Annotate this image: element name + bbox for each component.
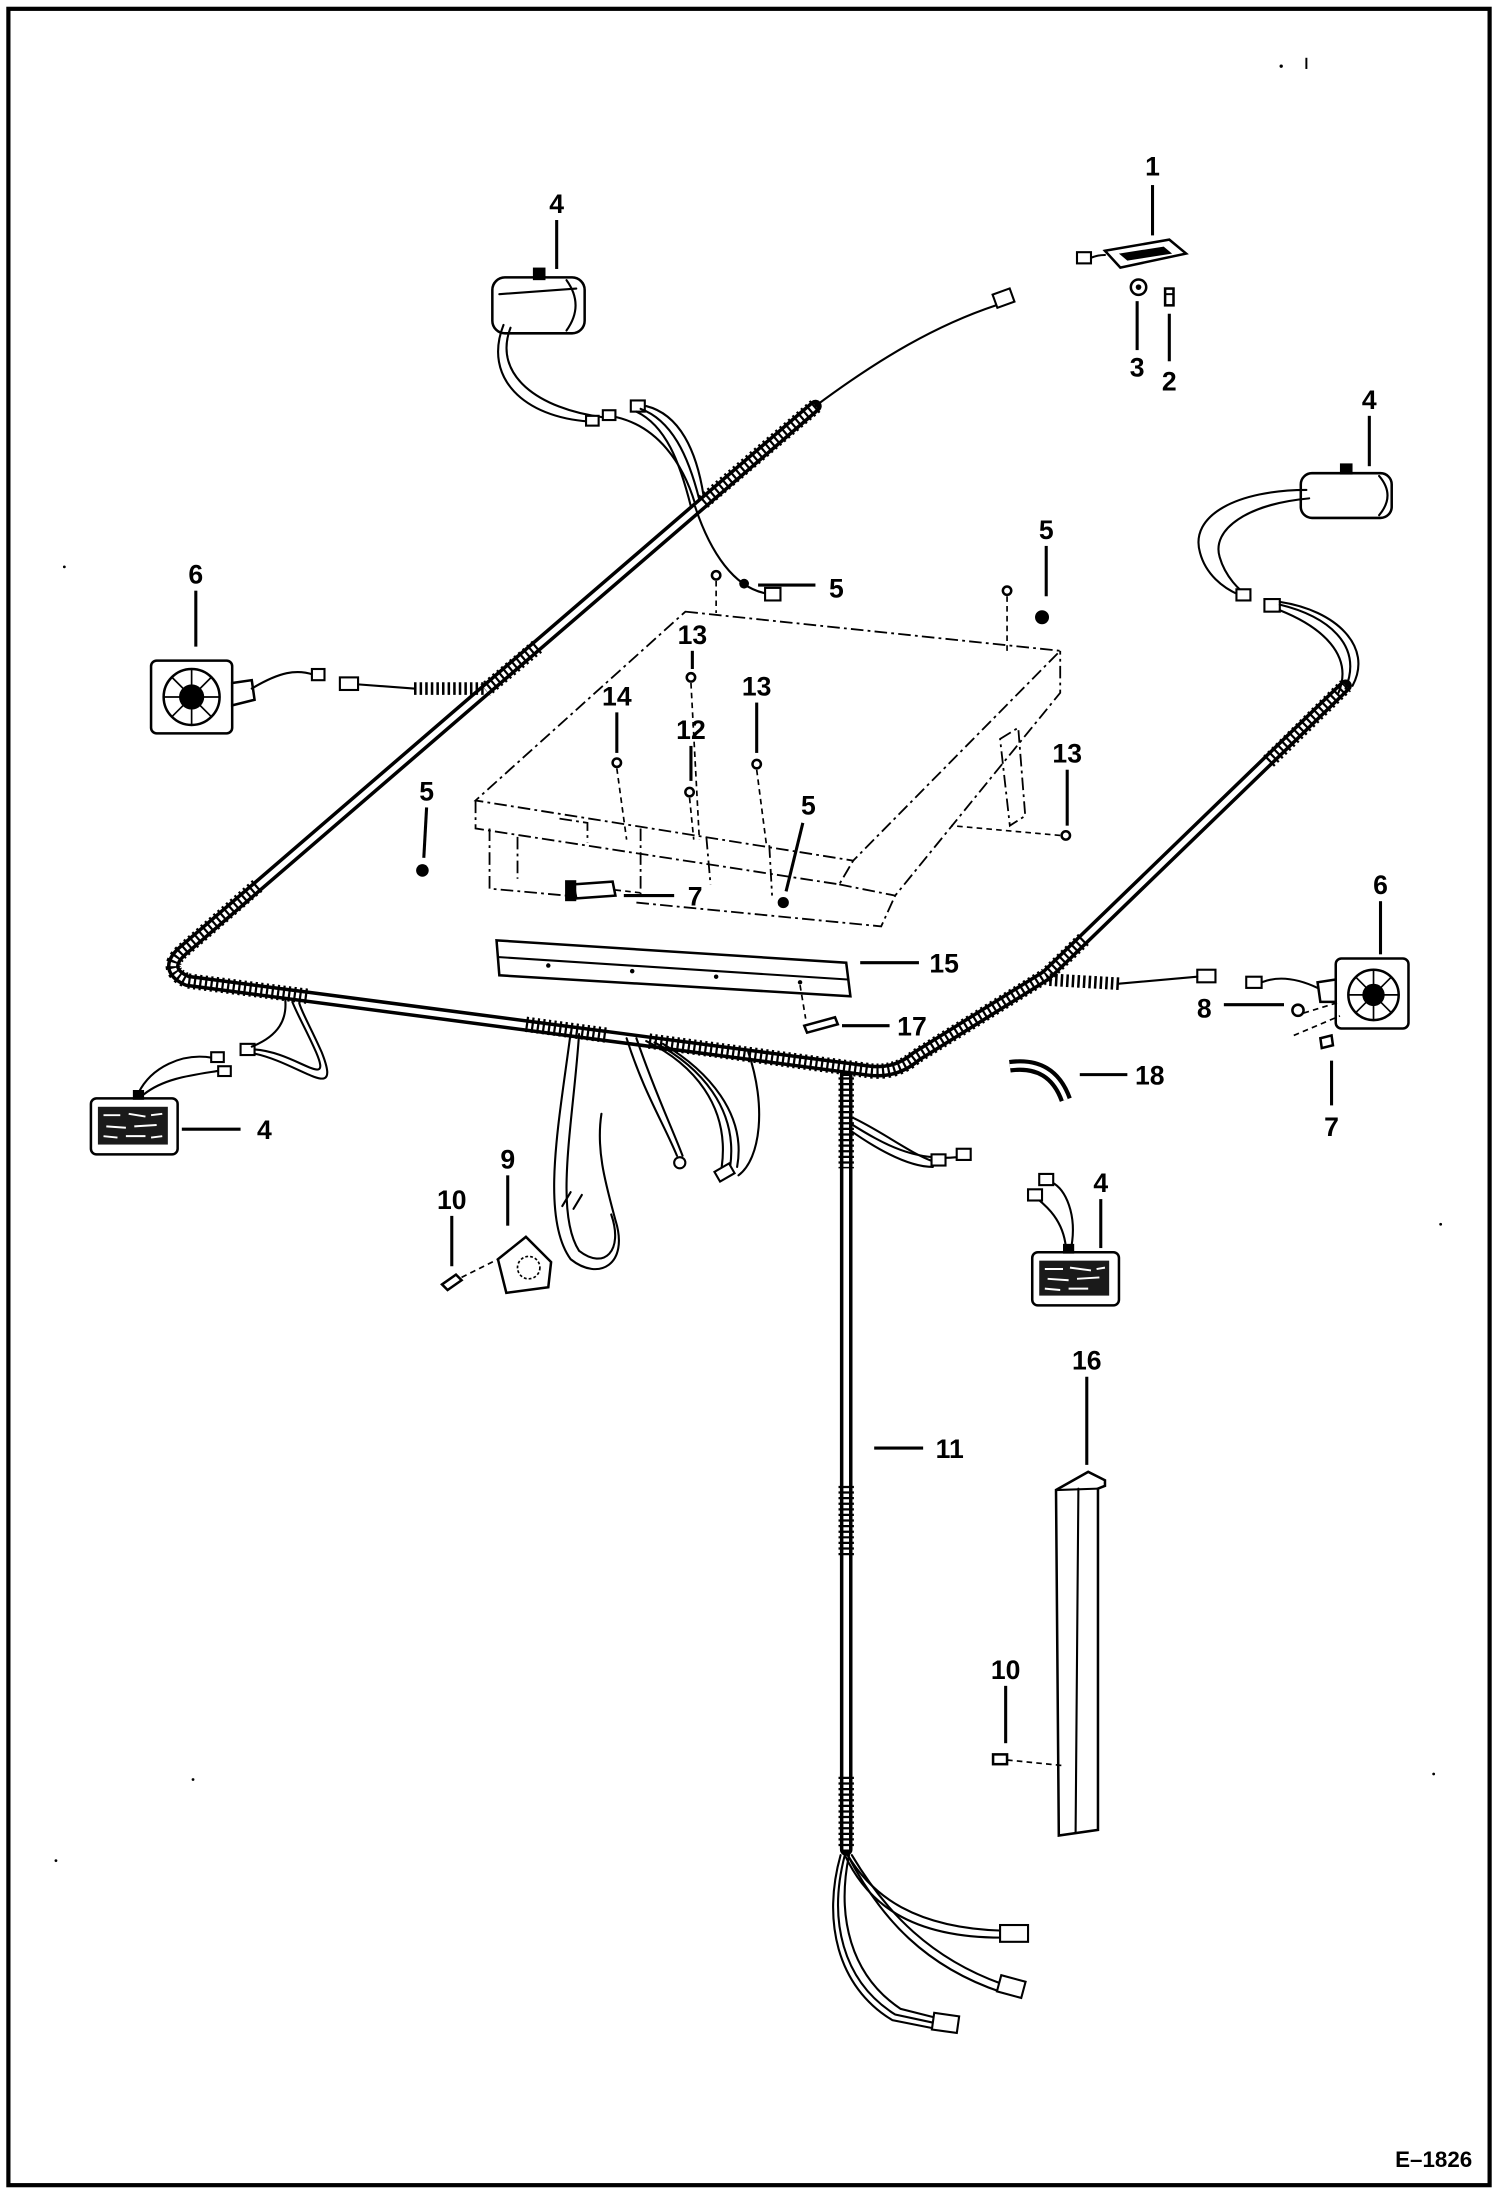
callout-label: 5 [801,790,816,820]
callout-5-top-center: 5 [758,574,844,604]
callout-4-bottom-left: 4 [181,1115,272,1145]
washer-3 [1129,278,1148,297]
callout-label: 5 [419,776,434,806]
callout-label: 7 [688,881,703,911]
callout-17: 17 [842,1011,927,1041]
bracket-9 [496,1235,553,1295]
callout-13-middle: 13 [742,672,772,753]
light-4-right [1197,463,1393,694]
callout-label: 6 [1373,870,1388,900]
channel-16 [1054,1470,1107,1837]
callout-10-right: 10 [991,1655,1021,1744]
callout-9: 9 [500,1144,515,1226]
callout-label: 5 [829,574,844,604]
screws-12-13-14 [611,671,1072,846]
callout-7-left: 7 [623,881,703,911]
callout-label: 1 [1145,151,1160,181]
callout-label: 8 [1197,993,1212,1023]
callout-label: 3 [1130,353,1145,383]
callout-label: 4 [257,1115,272,1145]
callout-5-top-right: 5 [1039,515,1054,597]
callout-label: 14 [602,681,632,711]
hose-18 [1009,1059,1072,1103]
callout-14: 14 [602,681,632,753]
callout-18: 18 [1079,1060,1165,1090]
specks [54,57,1443,1863]
callout-label: 16 [1072,1346,1102,1376]
callout-11: 11 [874,1434,964,1464]
callout-13-right: 13 [1052,739,1082,826]
callout-label: 4 [1362,385,1377,415]
harness-main [165,399,1352,1856]
callout-label: 4 [549,189,564,219]
callout-16: 16 [1072,1346,1102,1465]
callout-label: 9 [500,1144,515,1174]
callout-5-center: 5 [784,790,816,892]
harness-branch-side-wires [849,1115,972,1168]
horn-6-left [149,659,487,735]
callout-3: 3 [1130,301,1145,383]
callout-label: 6 [188,560,203,590]
light-4-bottom-left [89,999,329,1156]
callout-label: 7 [1324,1112,1339,1142]
bar-15 [495,938,852,998]
callout-1: 1 [1145,151,1160,236]
bolt-10-right [991,1753,1064,1767]
bolt-7-left [565,880,641,902]
harness-end-fan [832,1854,1030,2035]
washer-8 [1291,1001,1341,1018]
callout-label: 11 [936,1434,964,1464]
callout-label: 17 [897,1011,927,1041]
callout-label: 10 [437,1185,467,1215]
callout-4-top-left: 4 [549,189,564,269]
harness-drop-wires [553,1031,761,1271]
callout-10-left: 10 [437,1185,467,1267]
callout-label: 18 [1135,1060,1165,1090]
figure-id: E–1826 [1395,2147,1472,2172]
bolt-2 [1163,287,1175,307]
callout-4-bottom-right: 4 [1093,1168,1108,1249]
callout-label: 10 [991,1655,1021,1685]
light-4-top-left [491,267,782,602]
callout-8: 8 [1197,993,1284,1023]
callout-12: 12 [676,715,706,781]
callout-label: 5 [1039,515,1054,545]
horn-6-right [1045,957,1410,1030]
callout-label: 13 [678,620,708,650]
screws-5 [416,569,1050,909]
callout-label: 12 [676,715,706,745]
bolt-17 [799,984,840,1035]
callout-5-left: 5 [419,776,434,858]
callout-label: 4 [1093,1168,1108,1198]
bolt-7-right [1293,1015,1341,1050]
callout-13-upper: 13 [678,620,708,669]
harness-top-lead [814,287,1016,408]
callout-label: 13 [1052,739,1082,769]
callout-4-right: 4 [1362,385,1377,467]
callout-7-right: 7 [1324,1060,1339,1142]
page-border [6,6,1492,2188]
light-4-bottom-right [1026,1172,1121,1307]
callout-label: 15 [929,949,959,979]
callout-2: 2 [1162,313,1177,397]
callout-6-right: 6 [1373,870,1388,955]
seat-base-phantom [473,610,1063,928]
license-light-1 [1075,238,1189,269]
bolt-10-left [440,1258,499,1292]
callout-15: 15 [860,949,959,979]
callout-label: 2 [1162,367,1177,397]
callout-6-left: 6 [188,560,203,647]
callout-label: 13 [742,672,772,702]
